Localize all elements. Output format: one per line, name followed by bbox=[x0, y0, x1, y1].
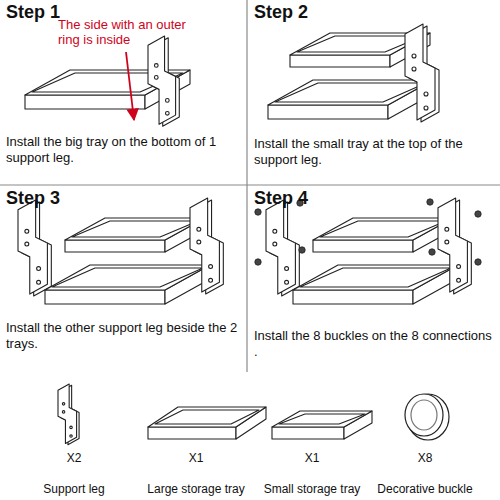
step-panel: Step 3 Install the other support leg besi… bbox=[0, 186, 247, 370]
large-tray bbox=[45, 265, 210, 304]
part-name: Large storage tray bbox=[147, 482, 244, 497]
large-tray bbox=[268, 80, 433, 119]
large-tray-part bbox=[148, 407, 266, 439]
buckle-dot bbox=[255, 259, 261, 265]
buckle-dot bbox=[299, 247, 305, 253]
part-drawings bbox=[18, 24, 481, 445]
part-name: Decorative buckle bbox=[377, 482, 472, 497]
quantity: X2 bbox=[67, 451, 82, 466]
quantity: X1 bbox=[305, 451, 320, 466]
large-tray bbox=[293, 265, 458, 304]
step-heading: Step 2 bbox=[254, 2, 308, 22]
buckle-dot bbox=[475, 211, 481, 217]
small-tray bbox=[65, 218, 205, 252]
support-leg bbox=[438, 198, 471, 294]
small-tray bbox=[313, 218, 453, 252]
step-panel: Step 2 Install the small tray at the top … bbox=[248, 0, 500, 184]
small-tray-part bbox=[272, 411, 372, 439]
step-heading: Step 3 bbox=[6, 188, 60, 208]
step-instruction: Install the small tray at the top of the… bbox=[254, 136, 496, 168]
quantity: X8 bbox=[418, 451, 433, 466]
part-name: Support leg bbox=[43, 482, 104, 497]
decorative-buckle bbox=[405, 394, 449, 440]
step-instruction: Install the other support leg beside the… bbox=[6, 320, 243, 352]
step-instruction: Install the 8 buckles on the 8 connectio… bbox=[254, 328, 496, 360]
support-leg bbox=[405, 24, 439, 122]
support-leg bbox=[148, 36, 179, 126]
quantity: X1 bbox=[189, 451, 204, 466]
step-instruction: Install the big tray on the bottom of 1 … bbox=[6, 134, 243, 166]
panel-grid bbox=[0, 0, 500, 372]
step-heading: Step 1 bbox=[6, 2, 60, 22]
part-name: Small storage tray bbox=[264, 482, 361, 497]
step-panel: Step 4 Install the 8 buckles on the 8 con… bbox=[248, 186, 500, 370]
buckle-dot bbox=[427, 199, 433, 205]
callout-note: The side with an outer ring is inside bbox=[58, 17, 198, 47]
support-leg bbox=[266, 200, 299, 296]
buckle-dot bbox=[429, 249, 435, 255]
step-heading: Step 4 bbox=[254, 188, 308, 208]
support-leg bbox=[18, 200, 51, 296]
support-leg-part bbox=[58, 384, 79, 445]
callout-arrow bbox=[126, 52, 134, 120]
support-leg bbox=[190, 198, 223, 294]
buckle-dot bbox=[255, 209, 261, 215]
buckle-dot bbox=[475, 259, 481, 265]
